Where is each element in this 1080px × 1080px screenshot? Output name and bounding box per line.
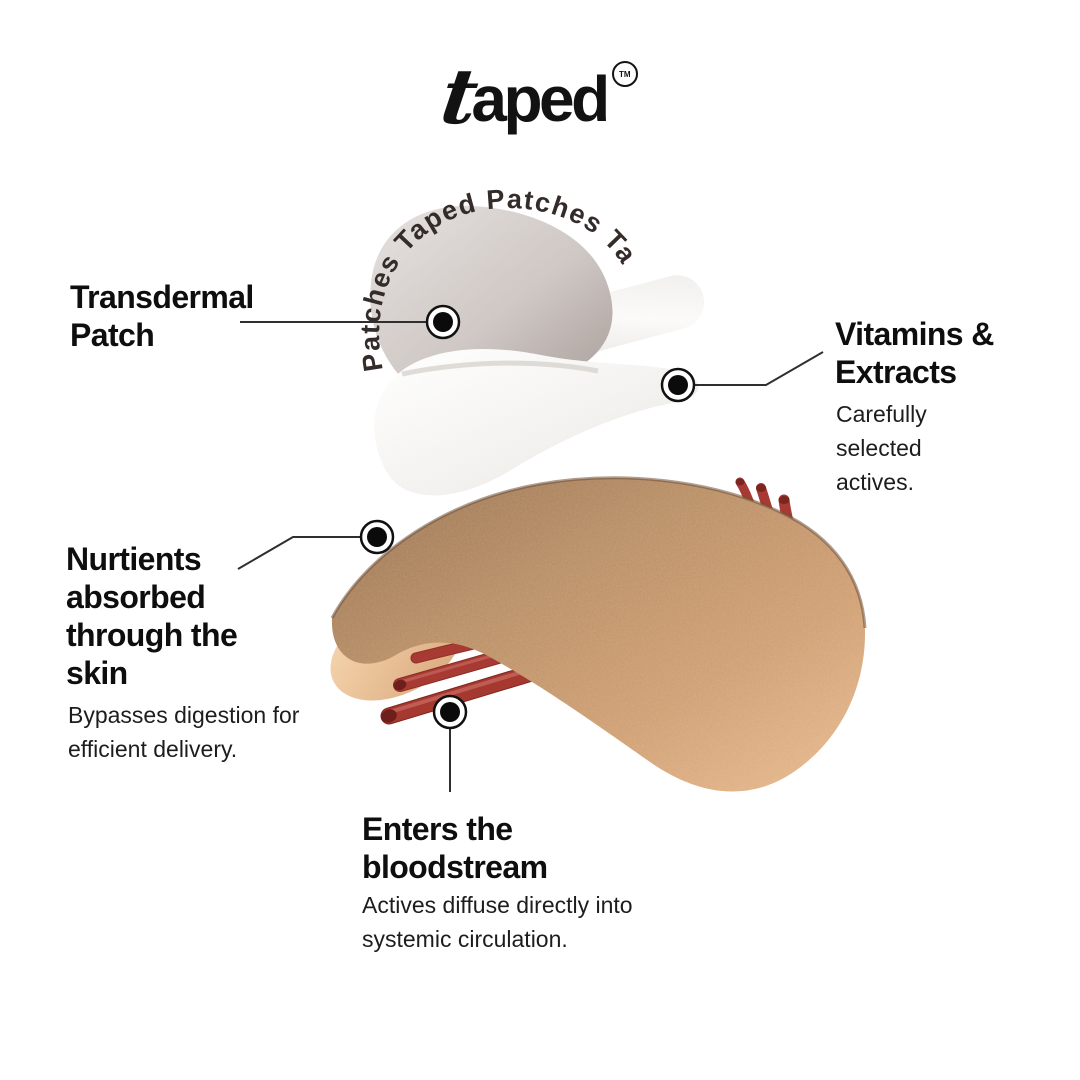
transdermal-dot-icon [425, 304, 461, 340]
patch-liner: Patches Taped Patches Ta [355, 184, 642, 399]
callout-dots [359, 304, 696, 730]
callout-title-nutrients-absorbed: Nurtients absorbed through the skin [66, 541, 238, 691]
patch-fabric-body [374, 348, 699, 496]
bloodstream-dot-icon [432, 694, 468, 730]
callout-body-nutrients-absorbed: Bypasses digestion for efficient deliver… [68, 702, 300, 762]
skin-layer [330, 476, 867, 792]
callout-lines [237, 321, 824, 792]
callout-body-enters-bloodstream: Actives diffuse directly into systemic c… [362, 892, 633, 952]
trademark-text: TM [618, 69, 631, 79]
brand-logo-wordmark: aped [471, 63, 610, 135]
callout-title-vitamins-extracts: Vitamins & Extracts [835, 316, 994, 390]
nutrients-dot-icon [359, 519, 395, 555]
callout-body-vitamins-extracts: Carefully selected actives. [836, 401, 927, 495]
nutrients-callout-line [237, 536, 361, 570]
vitamins-dot-icon [660, 367, 696, 403]
trademark-icon: TM [611, 61, 638, 87]
callout-title-enters-bloodstream: Enters the bloodstream [362, 811, 548, 885]
callout-title-transdermal-patch: Transdermal Patch [70, 279, 254, 353]
vitamins-callout-line [694, 351, 824, 386]
